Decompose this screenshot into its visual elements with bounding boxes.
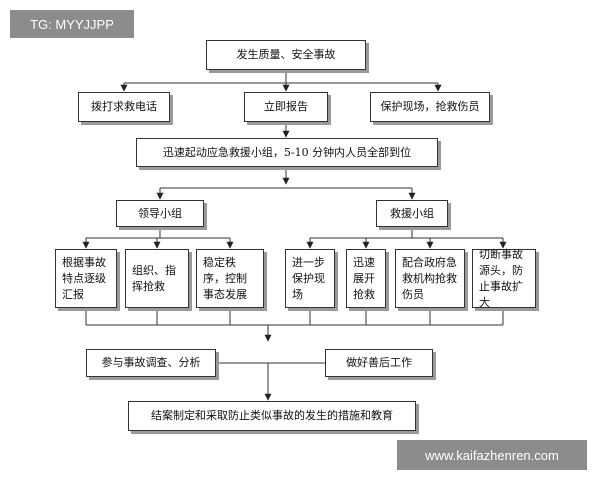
leader-task: 根据事故特点逐级汇报 [55,249,117,308]
conclude-and-prevent: 结案制定和采取防止类似事故的发生的措施和教育 [128,401,416,431]
watermark-top-left: TG: MYYJJPP [10,10,134,38]
watermark-bottom-right: www.kaifazhenren.com [397,440,587,470]
leader-group: 领导小组 [116,200,204,227]
action-call: 拨打求救电话 [78,92,170,122]
leader-task: 稳定秩序，控制事态发展 [196,249,264,308]
rescue-task: 迅速展开抢救 [346,249,386,308]
mobilize-team: 迅速起动应急救援小组，5-10 分钟内人员全部到位 [136,138,438,167]
start-event: 发生质量、安全事故 [206,40,366,70]
handle-aftermath: 做好善后工作 [325,349,433,377]
rescue-task: 切断事故源头，防止事故扩大 [472,248,536,309]
leader-task: 组织、指挥抢救 [125,249,189,308]
action-protect: 保护现场，抢救伤员 [370,92,490,122]
rescue-task: 配合政府急救机构抢救伤员 [395,249,465,308]
action-report: 立即报告 [244,92,328,122]
rescue-group: 救援小组 [376,200,448,227]
rescue-task: 进一步保护现场 [285,249,335,308]
investigate-analyze: 参与事故调查、分析 [86,349,216,377]
